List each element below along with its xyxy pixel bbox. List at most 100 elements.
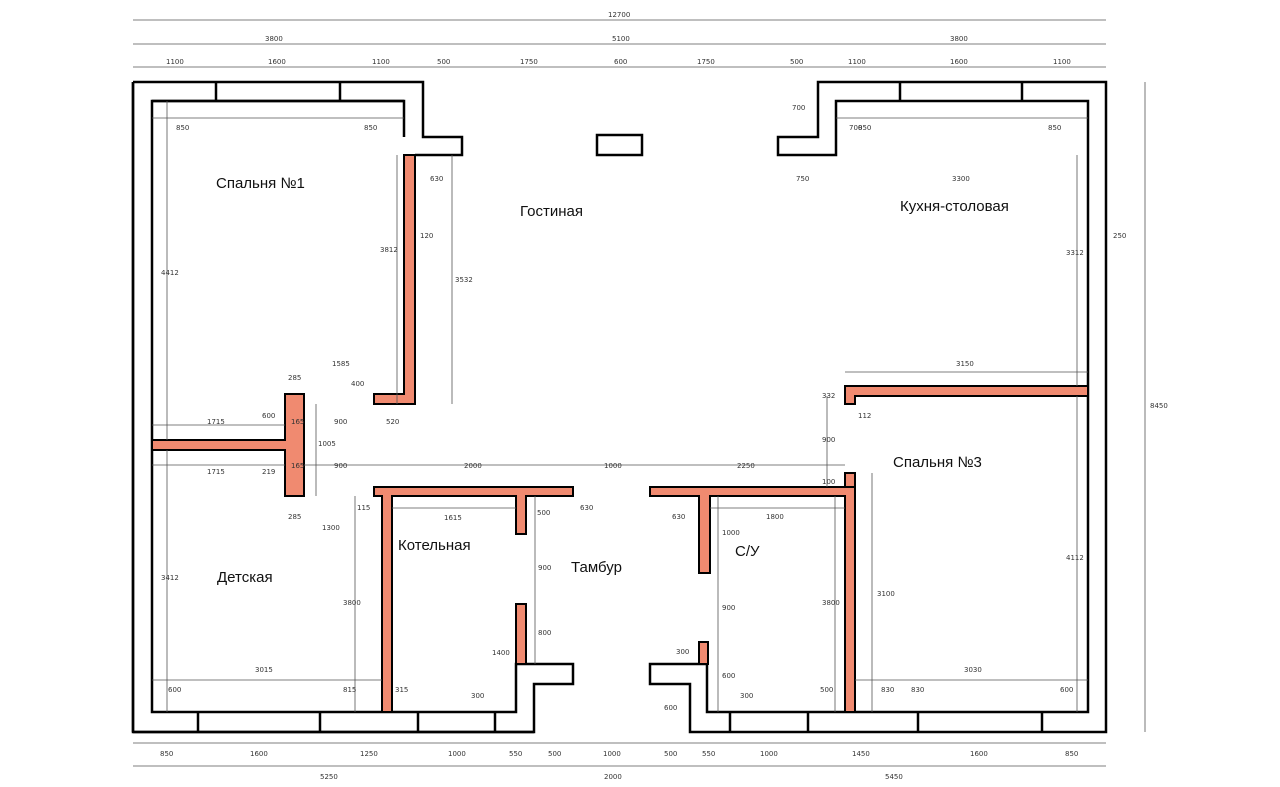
dimension-label: 3800	[822, 599, 840, 607]
dimension-label: 3532	[455, 276, 473, 284]
dimension-label: 1300	[322, 524, 340, 532]
dimension-label: 830	[881, 686, 894, 694]
dimension-label: 750	[796, 175, 809, 183]
dimension-label: 850	[176, 124, 189, 132]
dimension-label: 600	[262, 412, 275, 420]
dim-top-seg: 1100	[1053, 58, 1071, 66]
dim-bottom-seg: 1600	[250, 750, 268, 758]
dimension-label: 850	[364, 124, 377, 132]
dim-top-mid: 5100	[612, 35, 630, 43]
dimension-label: 630	[430, 175, 443, 183]
dimension-label: 3030	[964, 666, 982, 674]
dimension-label: 3015	[255, 666, 273, 674]
dim-right-total: 8450	[1150, 402, 1168, 410]
dim-top-seg: 1750	[520, 58, 538, 66]
dimension-label: 1000	[722, 529, 740, 537]
dim-bottom-seg: 1000	[760, 750, 778, 758]
dim-top-left: 3800	[265, 35, 283, 43]
room-vestibule: Тамбур	[571, 559, 622, 576]
dimension-label: 2250	[737, 462, 755, 470]
dimension-label: 1615	[444, 514, 462, 522]
dimension-label: 1800	[766, 513, 784, 521]
dimension-label: 900	[334, 462, 347, 470]
dim-top-seg: 600	[614, 58, 627, 66]
dim-bottom-seg: 500	[664, 750, 677, 758]
dimension-label: 300	[676, 648, 689, 656]
dimension-label: 700	[849, 124, 862, 132]
dim-top-seg: 1100	[372, 58, 390, 66]
dimension-label: 900	[334, 418, 347, 426]
room-kids: Детская	[217, 569, 273, 586]
dim-bottom-seg: 850	[160, 750, 173, 758]
dim-top-seg: 1100	[848, 58, 866, 66]
dim-top-seg: 1600	[950, 58, 968, 66]
dimension-label: 120	[420, 232, 433, 240]
dimension-label: 112	[858, 412, 871, 420]
dim-bottom-seg: 1450	[852, 750, 870, 758]
room-bedroom1: Спальня №1	[216, 175, 305, 192]
dim-top-seg: 1750	[697, 58, 715, 66]
dimension-label: 600	[168, 686, 181, 694]
dim-bottom-seg: 500	[548, 750, 561, 758]
dimension-label: 500	[820, 686, 833, 694]
dim-bottom-seg: 1250	[360, 750, 378, 758]
dimension-label: 4412	[161, 269, 179, 277]
dimension-label: 850	[1048, 124, 1061, 132]
dimension-label: 850	[858, 124, 871, 132]
dimension-label: 520	[386, 418, 399, 426]
dimension-label: 900	[722, 604, 735, 612]
dimension-label: 630	[672, 513, 685, 521]
dimension-label: 3300	[952, 175, 970, 183]
dimension-label: 285	[288, 374, 301, 382]
dimension-labels: 12700 3800 5100 3800 1100 1600 1100 500 …	[160, 11, 1168, 781]
dim-ext: 250	[1113, 232, 1126, 240]
dimension-label: 332	[822, 392, 835, 400]
dimension-label: 800	[538, 629, 551, 637]
dimension-label: 3312	[1066, 249, 1084, 257]
dimension-label: 3100	[877, 590, 895, 598]
dimension-label: 900	[538, 564, 551, 572]
room-living: Гостиная	[520, 203, 583, 220]
dimension-label: 300	[740, 692, 753, 700]
dimension-label: 3150	[956, 360, 974, 368]
dimension-label: 300	[471, 692, 484, 700]
dimension-label: 165	[291, 418, 304, 426]
room-bathroom: С/У	[735, 543, 760, 560]
dim-bottom-seg: 1000	[603, 750, 621, 758]
dim-top-right: 3800	[950, 35, 968, 43]
dimension-label: 815	[343, 686, 356, 694]
dim-bottom-seg: 550	[702, 750, 715, 758]
exterior-walls	[131, 80, 1108, 734]
interior-partitions	[151, 154, 1089, 713]
dimension-label: 115	[357, 504, 370, 512]
dimension-label: 1005	[318, 440, 336, 448]
dimension-label: 219	[262, 468, 275, 476]
dimension-label: 1585	[332, 360, 350, 368]
dimension-label: 600	[722, 672, 735, 680]
dim-top-seg: 1100	[166, 58, 184, 66]
room-bedroom3: Спальня №3	[893, 454, 982, 471]
dimension-label: 4112	[1066, 554, 1084, 562]
dimension-label: 600	[1060, 686, 1073, 694]
dim-top-seg: 500	[437, 58, 450, 66]
dimension-label: 600	[664, 704, 677, 712]
dimension-label: 1000	[604, 462, 622, 470]
dim-bottom-mid: 2000	[604, 773, 622, 781]
dim-bottom-left: 5250	[320, 773, 338, 781]
dim-bottom-right: 5450	[885, 773, 903, 781]
room-boiler: Котельная	[398, 537, 471, 554]
dimension-label: 165	[291, 462, 304, 470]
dim-bottom-seg: 1600	[970, 750, 988, 758]
dim-bottom-seg: 850	[1065, 750, 1078, 758]
dimension-label: 500	[537, 509, 550, 517]
room-kitchen: Кухня-столовая	[900, 198, 1009, 215]
dimension-label: 630	[580, 504, 593, 512]
dim-bottom-seg: 550	[509, 750, 522, 758]
dimension-label: 1715	[207, 418, 225, 426]
dim-top-seg: 500	[790, 58, 803, 66]
dimension-label: 2000	[464, 462, 482, 470]
dim-bottom-seg: 1000	[448, 750, 466, 758]
dimension-label: 700	[792, 104, 805, 112]
dimension-label: 3412	[161, 574, 179, 582]
